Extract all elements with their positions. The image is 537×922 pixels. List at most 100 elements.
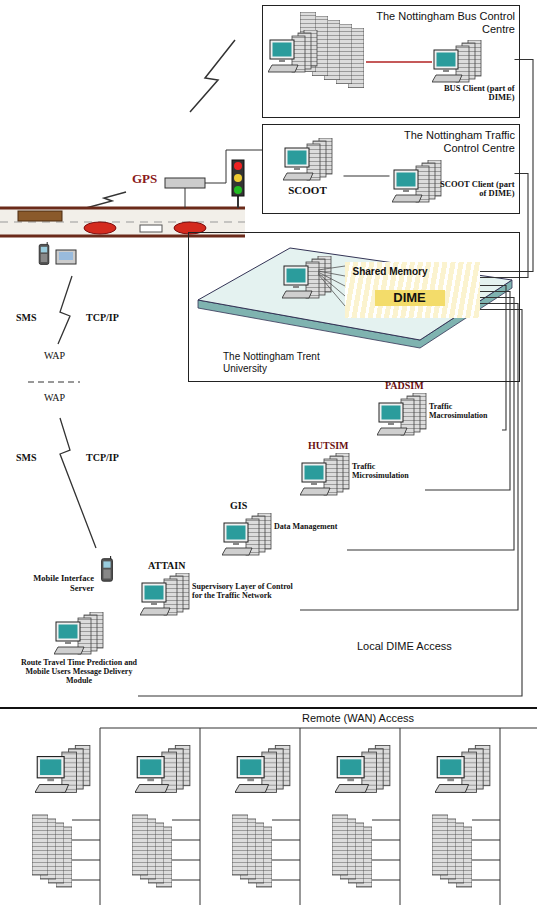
system-name: DIME [375, 290, 445, 307]
remote-workstation [272, 880, 300, 881]
mobile-link [28, 382, 80, 383]
server-label: Mobile Interface Server [14, 574, 94, 594]
remote-access-network [32, 728, 537, 905]
dime-platform [198, 248, 512, 348]
protocol-label: WAP [42, 392, 67, 404]
traffic-centre-computers [392, 160, 441, 202]
workstation: GIS Data Management [222, 500, 347, 558]
mobile-link [39, 242, 49, 264]
mobile-server: Mobile Interface Server [14, 556, 124, 604]
bus-centre-servers [366, 61, 432, 63]
section-label: Remote (WAN) Access [300, 712, 416, 725]
remote-workstation [435, 745, 490, 792]
remote-workstation [72, 840, 100, 841]
remote-workstation [172, 820, 200, 821]
station-description: Data Management [274, 522, 346, 531]
remote-workstation [432, 728, 500, 905]
road-scene [234, 162, 242, 170]
station-name: HUTSIM [308, 440, 408, 452]
remote-workstation [272, 840, 300, 841]
mobile-link [56, 250, 76, 264]
workstation: ATTAIN Supervisory Layer of Control for t… [140, 560, 300, 618]
remote-workstation [35, 745, 90, 792]
road-scene [232, 160, 244, 196]
dime-platform [282, 256, 331, 298]
dime-platform [318, 266, 345, 270]
road-scene [0, 222, 245, 223]
protocol-label: SMS [14, 312, 39, 324]
remote-workstation [235, 745, 290, 792]
remote-workstation [135, 745, 190, 792]
remote-workstation [335, 745, 390, 792]
bus-centre-servers [432, 40, 481, 82]
dime-platform [318, 266, 345, 306]
remote-workstation [172, 840, 200, 841]
computer-label: BUS Client (part of DIME) [430, 84, 515, 104]
box-heading: The Nottingham Traffic Control Centre [371, 129, 515, 154]
station-computers [54, 612, 103, 654]
workstation: Route Travel Time Prediction and Mobile … [20, 612, 138, 704]
road-scene [140, 225, 162, 232]
separator-line [0, 708, 537, 709]
dime-platform [318, 273, 345, 296]
remote-workstation [232, 728, 300, 905]
client-computer: SCOOT Client (part of DIME) [390, 160, 515, 210]
road-scene [0, 150, 262, 236]
station-description: Supervisory Layer of Control for the Tra… [192, 582, 298, 600]
client-computer: BUS Client (part of DIME) [430, 40, 515, 108]
box-heading: The Nottingham Trent University [223, 351, 343, 374]
remote-workstation [332, 815, 348, 875]
connector-line [344, 175, 390, 176]
control-centre-box: The Nottingham Traffic Control CentreSCO… [262, 124, 520, 214]
traffic-centre-computers [283, 138, 332, 180]
dime-platform [318, 271, 345, 276]
remote-workstation [72, 880, 100, 881]
mobile-link [58, 276, 72, 344]
remote-workstation [172, 860, 200, 861]
memory-label: Shared Memory [353, 266, 473, 278]
connector-line [480, 286, 507, 431]
bus-centre-servers [268, 12, 481, 88]
remote-workstation [432, 815, 448, 875]
dime-platform [198, 248, 512, 340]
protocol-label: WAP [42, 350, 67, 362]
road-scene [234, 174, 242, 182]
remote-workstation [332, 728, 400, 905]
remote-workstation [472, 880, 500, 881]
remote-workstation [472, 860, 500, 861]
remote-workstation [372, 820, 400, 821]
remote-workstation [32, 728, 100, 905]
separator-line [0, 707, 537, 709]
remote-workstation [132, 815, 148, 875]
station-computers [222, 513, 271, 555]
remote-workstation [272, 820, 300, 821]
module-label: Route Travel Time Prediction and Mobile … [20, 658, 138, 686]
connector-line [347, 298, 514, 551]
station-name: GIS [230, 500, 330, 512]
station-computers [377, 393, 426, 435]
road-scene [237, 196, 239, 208]
remote-workstation [400, 728, 401, 905]
shared-memory-block: Shared MemoryDIME [345, 262, 480, 318]
mobile-link [59, 252, 73, 260]
station-computers [54, 393, 426, 654]
road-scene [234, 186, 242, 194]
gps-signal [86, 192, 126, 208]
remote-workstation [72, 820, 100, 821]
connector-line [138, 310, 522, 697]
station-description: Traffic Microsimulation [352, 462, 424, 480]
computer-label: SCOOT Client (part of DIME) [440, 180, 515, 200]
road-scene [0, 235, 245, 238]
box-heading: The Nottingham Bus Control Centre [371, 10, 515, 35]
remote-workstation [72, 860, 100, 861]
server-computer: SCOOT [272, 138, 344, 202]
remote-workstation [100, 728, 101, 905]
station-name: ATTAIN [148, 560, 248, 572]
station-description: Traffic Macrosimulation [429, 402, 501, 420]
road-scene [18, 211, 62, 221]
remote-workstation [132, 728, 200, 905]
gps-signal [190, 40, 235, 112]
station-computers [300, 453, 349, 495]
remote-workstation [300, 728, 301, 905]
